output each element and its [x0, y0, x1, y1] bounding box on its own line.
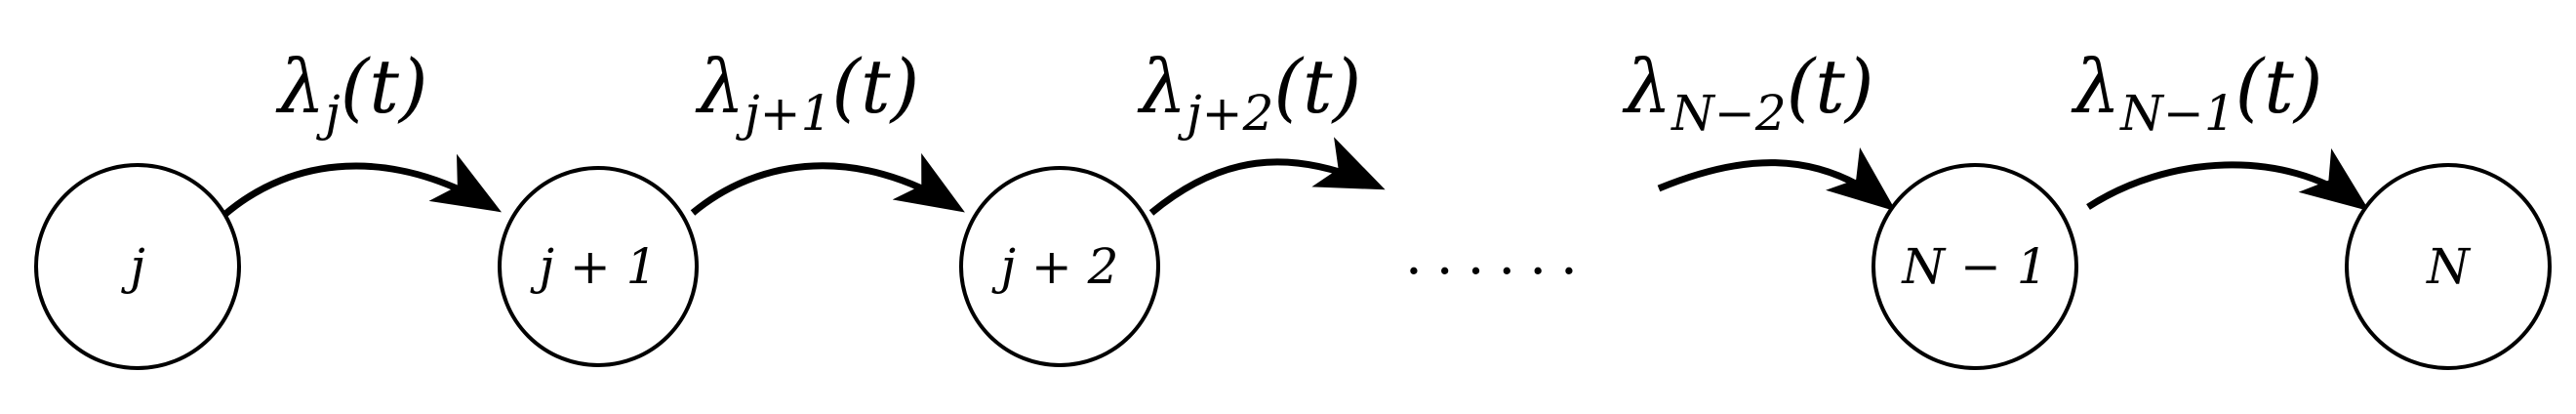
- node-n: N: [2345, 163, 2552, 370]
- rate-label-j-plus-1: λj+1(t): [695, 43, 919, 142]
- rate-label-j-plus-2: λj+2(t): [1137, 43, 1361, 142]
- ellipsis: ......: [1405, 224, 1591, 287]
- node-n-minus-1: N − 1: [1872, 163, 2078, 370]
- node-j-plus-2: j + 2: [959, 166, 1160, 367]
- edge-n-minus-1-to-n: [2086, 147, 2370, 212]
- node-label: N: [2426, 238, 2472, 295]
- node-label: j + 1: [530, 238, 658, 295]
- rate-label-n-minus-1: λN−1(t): [2071, 43, 2322, 142]
- node-j: j: [34, 163, 241, 370]
- node-label: N − 1: [1901, 238, 2047, 295]
- node-label: j + 2: [991, 238, 1119, 295]
- edge-j-to-j-plus-1: [221, 153, 503, 218]
- rate-label-n-minus-2: λN−2(t): [1622, 43, 1873, 142]
- node-j-plus-1: j + 1: [498, 166, 699, 367]
- edge-ellipsis-to-n-minus-1: [1657, 146, 1897, 212]
- edge-j-plus-1-to-j-plus-2: [690, 152, 965, 216]
- edge-j-plus-2-to-ellipsis: [1148, 137, 1386, 216]
- rate-label-j: λj(t): [275, 43, 428, 142]
